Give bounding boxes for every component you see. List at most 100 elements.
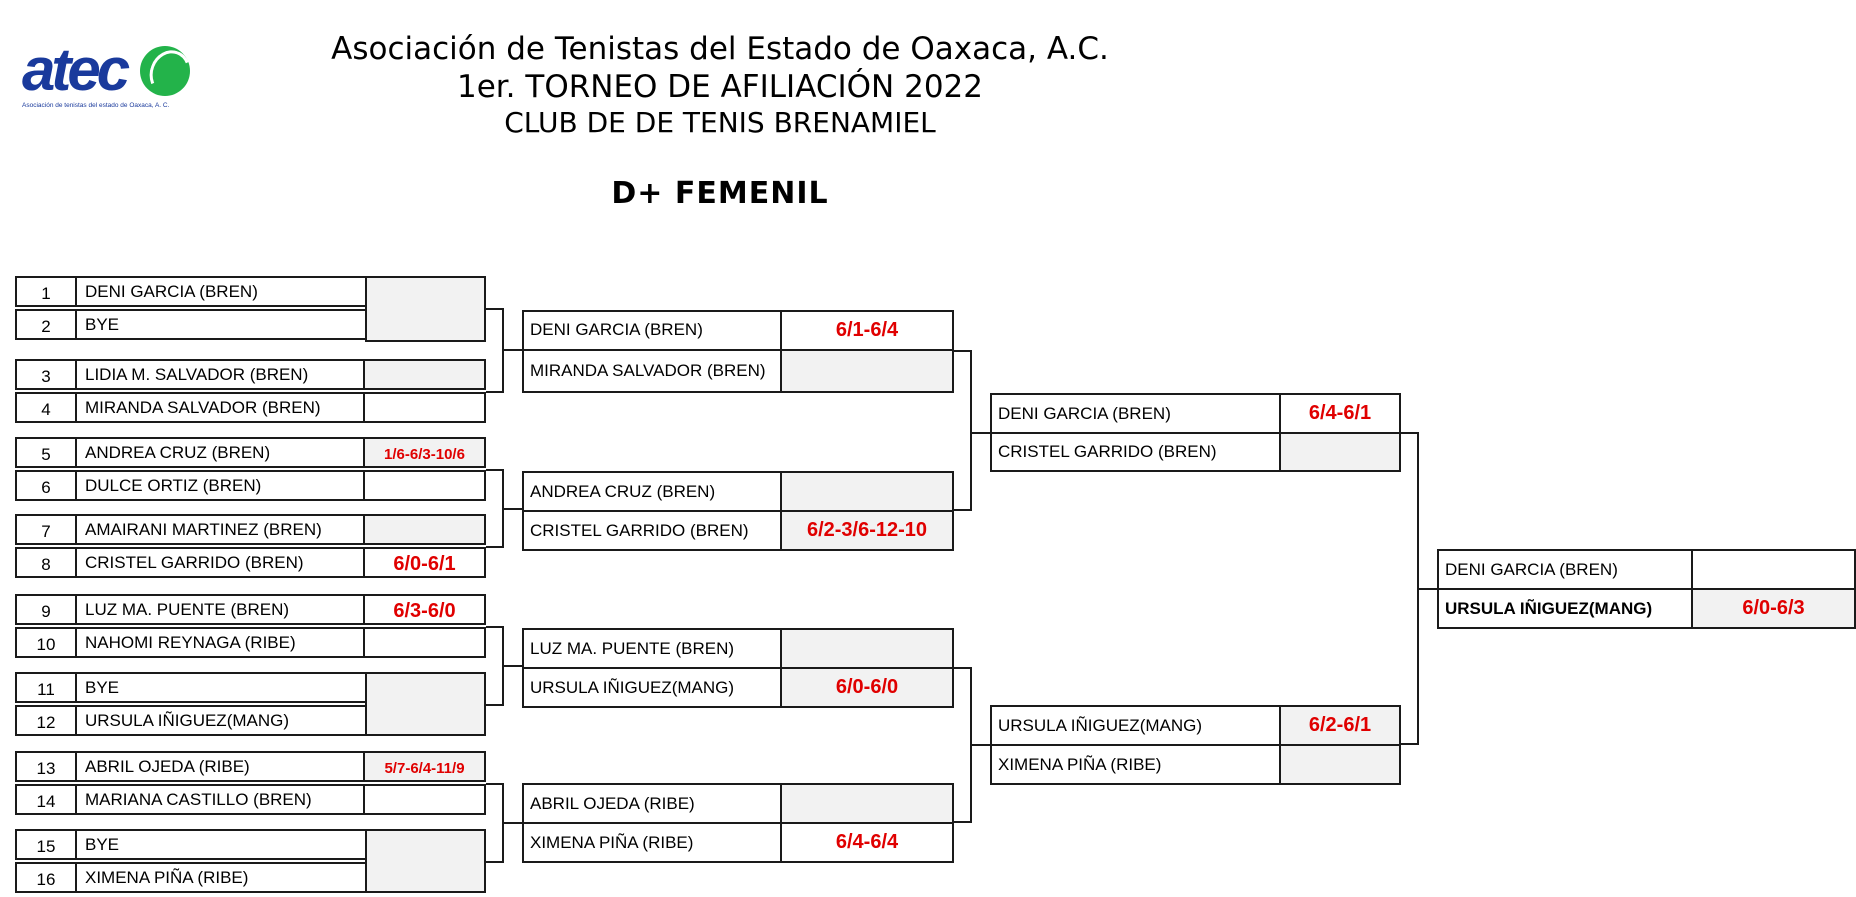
score-cell <box>363 786 484 813</box>
score-box <box>365 829 486 893</box>
draw-slot: 14 MARIANA CASTILLO (BREN) <box>15 784 486 815</box>
player-name: URSULA IÑIGUEZ(MANG) <box>530 678 735 697</box>
tournament-title: 1er. TORNEO DE AFILIACIÓN 2022 <box>456 69 983 105</box>
player-name: XIMENA PIÑA (RIBE) <box>530 833 694 852</box>
match-score <box>780 473 952 510</box>
player-name: AMAIRANI MARTINEZ (BREN) <box>85 520 322 539</box>
draw-slot: CRISTEL GARRIDO (BREN) <box>990 432 1401 472</box>
draw-slot: URSULA IÑIGUEZ(MANG) 6/0-6/0 <box>522 667 954 708</box>
player-name: LIDIA M. SALVADOR (BREN) <box>85 365 309 384</box>
club-title: CLUB DE DE TENIS BRENAMIEL <box>504 106 936 139</box>
draw-slot: DENI GARCIA (BREN) <box>1437 549 1856 590</box>
player-name: NAHOMI REYNAGA (RIBE) <box>85 633 296 652</box>
seed-number: 5 <box>17 439 77 466</box>
player-name: CRISTEL GARRIDO (BREN) <box>998 442 1217 461</box>
score-cell <box>363 361 484 388</box>
seed-number: 7 <box>17 516 77 543</box>
seed-number: 8 <box>17 549 77 576</box>
match-score: 1/6-6/3-10/6 <box>363 439 484 466</box>
tennis-ball-icon <box>140 46 190 96</box>
atec-logo: atec Asociación de tenistas del estado d… <box>22 38 192 118</box>
player-name: URSULA IÑIGUEZ(MANG) <box>85 711 290 730</box>
seed-number: 15 <box>17 831 77 858</box>
draw-slot: 6 DULCE ORTIZ (BREN) <box>15 470 486 501</box>
score-box <box>365 672 486 736</box>
match-score: 6/0-6/3 <box>1691 590 1854 627</box>
player-name: BYE <box>85 678 120 697</box>
draw-slot: 9 LUZ MA. PUENTE (BREN) 6/3-6/0 <box>15 594 486 625</box>
match-score: 6/4-6/1 <box>1279 395 1399 432</box>
logo-wordmark: atec <box>22 36 130 103</box>
player-name: ABRIL OJEDA (RIBE) <box>85 757 250 776</box>
player-name: ANDREA CRUZ (BREN) <box>85 443 271 462</box>
draw-slot: DENI GARCIA (BREN) 6/1-6/4 <box>522 310 954 351</box>
match-score <box>1691 551 1854 588</box>
player-name: CRISTEL GARRIDO (BREN) <box>85 553 304 572</box>
player-name: BYE <box>85 315 120 334</box>
score-box <box>365 276 486 342</box>
draw-slot: 7 AMAIRANI MARTINEZ (BREN) <box>15 514 486 545</box>
player-name: ABRIL OJEDA (RIBE) <box>530 794 695 813</box>
match-score: 6/0-6/1 <box>363 549 484 576</box>
category-title: D+ FEMENIL <box>611 176 829 211</box>
player-name: DULCE ORTIZ (BREN) <box>85 476 262 495</box>
seed-number: 14 <box>17 786 77 813</box>
seed-number: 3 <box>17 361 77 388</box>
match-score: 6/2-3/6-12-10 <box>780 512 952 549</box>
match-score <box>1279 746 1399 783</box>
player-name: LUZ MA. PUENTE (BREN) <box>85 600 290 619</box>
draw-slot: LUZ MA. PUENTE (BREN) <box>522 628 954 669</box>
player-name: MARIANA CASTILLO (BREN) <box>85 790 312 809</box>
player-name: DENI GARCIA (BREN) <box>998 404 1171 423</box>
draw-slot: ABRIL OJEDA (RIBE) <box>522 783 954 824</box>
draw-slot: 13 ABRIL OJEDA (RIBE) 5/7-6/4-11/9 <box>15 751 486 782</box>
draw-slot: URSULA IÑIGUEZ(MANG) 6/0-6/3 <box>1437 588 1856 629</box>
seed-number: 12 <box>17 707 77 734</box>
match-score: 6/0-6/0 <box>780 669 952 706</box>
draw-slot: CRISTEL GARRIDO (BREN) 6/2-3/6-12-10 <box>522 510 954 551</box>
seed-number: 1 <box>17 278 77 305</box>
seed-number: 10 <box>17 629 77 656</box>
player-name: ANDREA CRUZ (BREN) <box>530 482 716 501</box>
player-name: DENI GARCIA (BREN) <box>1445 560 1618 579</box>
player-name: BYE <box>85 835 120 854</box>
score-cell <box>363 472 484 499</box>
draw-slot: URSULA IÑIGUEZ(MANG) 6/2-6/1 <box>990 705 1401 746</box>
player-name: URSULA IÑIGUEZ(MANG) <box>998 716 1203 735</box>
player-name: LUZ MA. PUENTE (BREN) <box>530 639 735 658</box>
match-score: 6/3-6/0 <box>363 596 484 623</box>
match-score <box>1279 434 1399 470</box>
draw-slot: 3 LIDIA M. SALVADOR (BREN) <box>15 359 486 390</box>
seed-number: 13 <box>17 753 77 780</box>
draw-slot: 10 NAHOMI REYNAGA (RIBE) <box>15 627 486 658</box>
match-score <box>780 630 952 667</box>
seed-number: 9 <box>17 596 77 623</box>
seed-number: 6 <box>17 472 77 499</box>
seed-number: 4 <box>17 394 77 421</box>
score-cell <box>363 516 484 543</box>
draw-slot: DENI GARCIA (BREN) 6/4-6/1 <box>990 393 1401 434</box>
seed-number: 2 <box>17 311 77 338</box>
player-name: XIMENA PIÑA (RIBE) <box>85 868 249 887</box>
score-cell <box>363 629 484 656</box>
logo-subtext: Asociación de tenistas del estado de Oax… <box>22 102 170 109</box>
match-score: 5/7-6/4-11/9 <box>363 753 484 780</box>
match-score <box>780 785 952 822</box>
match-score <box>780 351 952 391</box>
player-name: XIMENA PIÑA (RIBE) <box>998 755 1162 774</box>
draw-slot: MIRANDA SALVADOR (BREN) <box>522 349 954 393</box>
draw-slot: 8 CRISTEL GARRIDO (BREN) 6/0-6/1 <box>15 547 486 578</box>
player-name: DENI GARCIA (BREN) <box>85 282 258 301</box>
player-name: CRISTEL GARRIDO (BREN) <box>530 521 749 540</box>
champion-name: URSULA IÑIGUEZ(MANG) <box>1445 599 1653 618</box>
draw-slot: 5 ANDREA CRUZ (BREN) 1/6-6/3-10/6 <box>15 437 486 468</box>
player-name: DENI GARCIA (BREN) <box>530 320 703 339</box>
player-name: MIRANDA SALVADOR (BREN) <box>530 361 766 380</box>
score-cell <box>363 394 484 421</box>
match-score: 6/2-6/1 <box>1279 707 1399 744</box>
association-title: Asociación de Tenistas del Estado de Oax… <box>331 31 1109 67</box>
seed-number: 11 <box>17 674 77 701</box>
seed-number: 16 <box>17 864 77 891</box>
player-name: MIRANDA SALVADOR (BREN) <box>85 398 321 417</box>
draw-slot: 4 MIRANDA SALVADOR (BREN) <box>15 392 486 423</box>
